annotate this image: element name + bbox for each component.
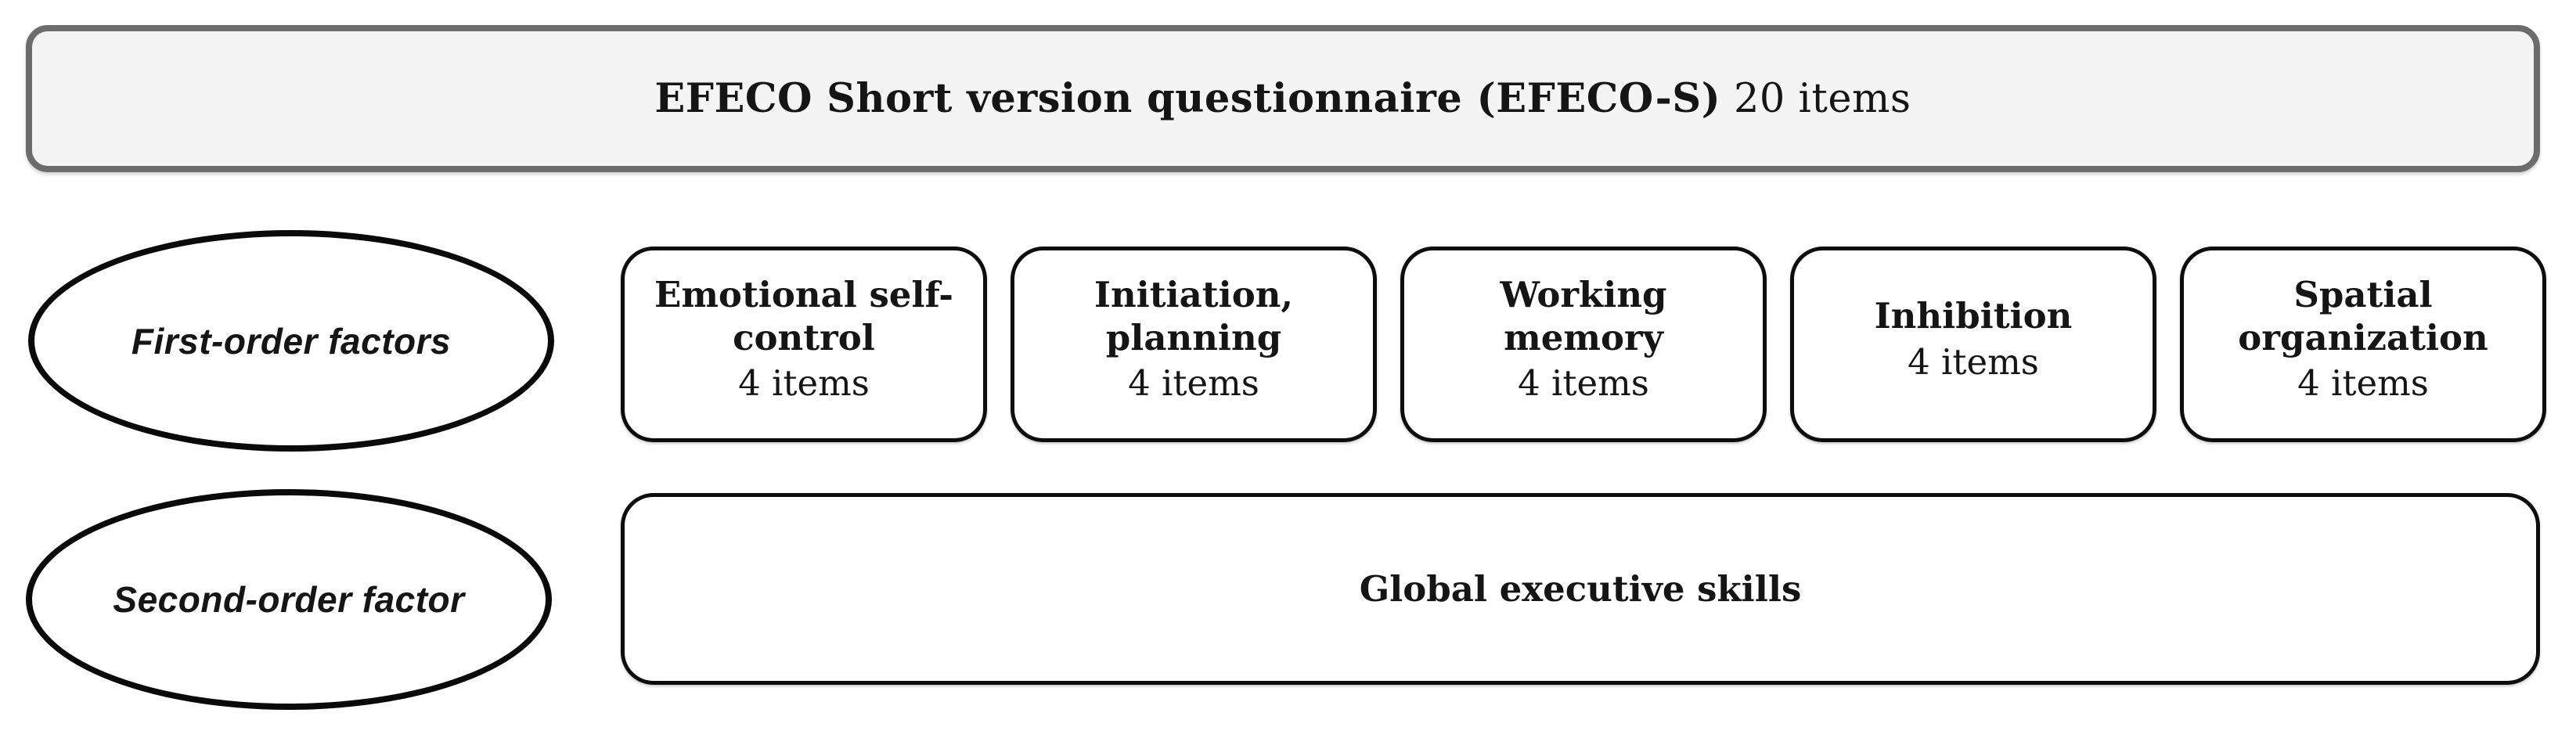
second-order-factor-ellipse: Second-order factor: [26, 489, 552, 710]
factor-name: Initiation, planning: [1093, 273, 1294, 358]
factor-box-emotional-self-control: Emotional self-control 4 items: [621, 247, 987, 442]
factor-item-count: 4 items: [1518, 362, 1649, 405]
factor-item-count: 4 items: [1908, 341, 2039, 383]
factor-item-count: 4 items: [1128, 362, 1259, 405]
factor-name: Working memory: [1500, 273, 1667, 358]
questionnaire-header-box: EFECO Short version questionnaire (EFECO…: [26, 25, 2540, 172]
first-order-factors-ellipse: First-order factors: [28, 230, 554, 452]
factor-item-count: 4 items: [738, 362, 870, 405]
factor-name: Inhibition: [1874, 295, 2073, 337]
factor-box-inhibition: Inhibition 4 items: [1790, 247, 2156, 442]
questionnaire-title-items-count: 20 items: [1720, 76, 1911, 122]
questionnaire-title-bold: EFECO Short version questionnaire (EFECO…: [654, 75, 1721, 122]
factor-item-count: 4 items: [2297, 362, 2429, 405]
factor-name: Spatial organization: [2238, 273, 2488, 358]
factor-box-spatial-organization: Spatial organization 4 items: [2180, 247, 2546, 442]
factor-box-working-memory: Working memory 4 items: [1400, 247, 1767, 442]
global-executive-skills-box: Global executive skills: [621, 493, 2540, 685]
global-executive-skills-label: Global executive skills: [1359, 568, 1802, 610]
factor-box-initiation-planning: Initiation, planning 4 items: [1011, 247, 1377, 442]
first-order-factor-row: Emotional self-control 4 items Initiatio…: [621, 247, 2546, 442]
first-order-factors-label: First-order factors: [131, 320, 452, 362]
factor-name: Emotional self-control: [654, 273, 953, 358]
second-order-factor-label: Second-order factor: [113, 579, 465, 620]
questionnaire-title: EFECO Short version questionnaire (EFECO…: [654, 75, 1911, 122]
